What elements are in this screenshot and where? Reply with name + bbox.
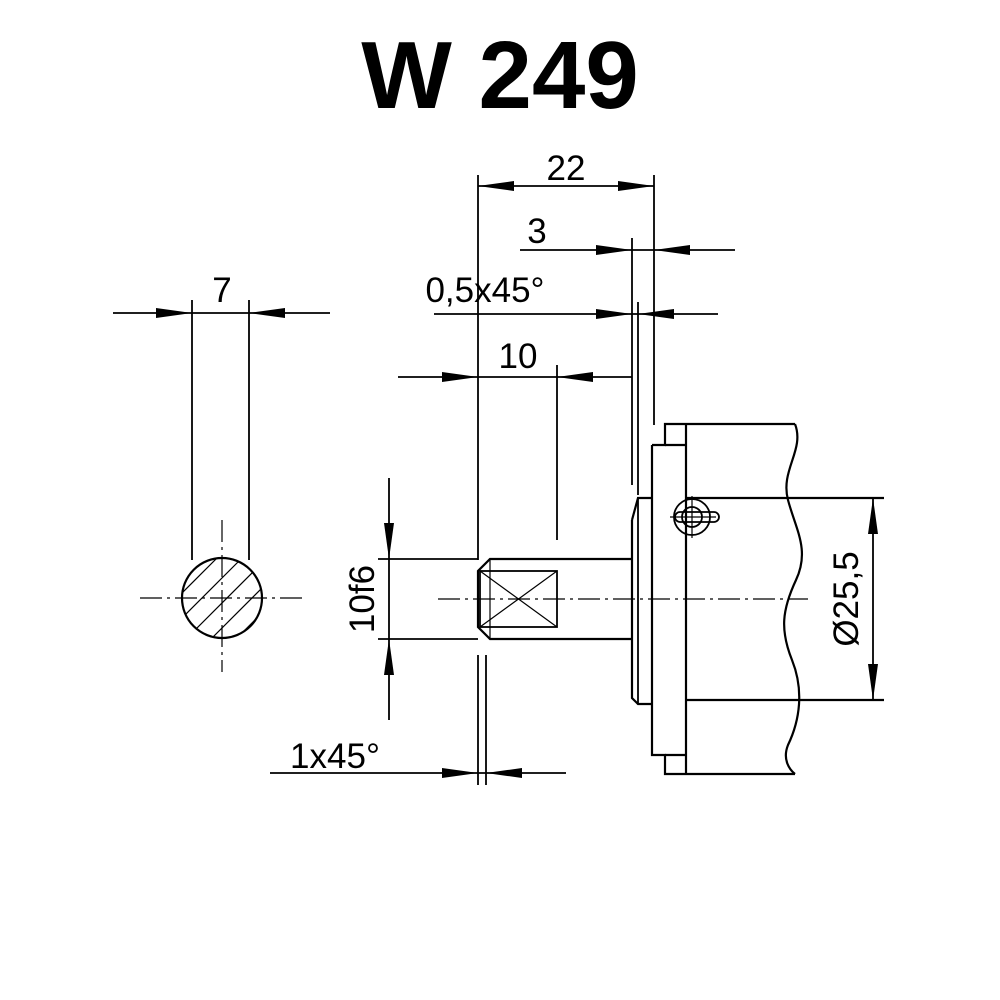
dim-collar-chamfer: 0,5x45° (425, 271, 718, 495)
pilot-diameter-label: Ø25,5 (827, 551, 866, 646)
shaft-diameter-label: 10f6 (343, 565, 382, 633)
screw (670, 496, 720, 538)
dim-pilot-diameter: Ø25,5 (827, 498, 878, 700)
drawing-title: W 249 (361, 22, 638, 129)
dim-flat-length: 10 (398, 337, 632, 540)
collar-chamfer-label: 0,5x45° (425, 271, 544, 310)
flat-width-label: 7 (212, 271, 231, 310)
pump-housing (650, 422, 884, 776)
dim-shaft-length: 22 (477, 149, 655, 560)
dim-collar-width: 3 (520, 212, 735, 485)
dim-shaft-diameter: 10f6 (343, 478, 478, 720)
dim-end-chamfer: 1x45° (270, 655, 566, 785)
collar-width-label: 3 (527, 212, 546, 251)
shaft-length-label: 22 (547, 149, 586, 188)
shaft-side-view (438, 496, 808, 706)
flat-length-label: 10 (499, 337, 538, 376)
shaft-cross-section: 7 (113, 271, 330, 672)
end-chamfer-label: 1x45° (290, 737, 380, 776)
